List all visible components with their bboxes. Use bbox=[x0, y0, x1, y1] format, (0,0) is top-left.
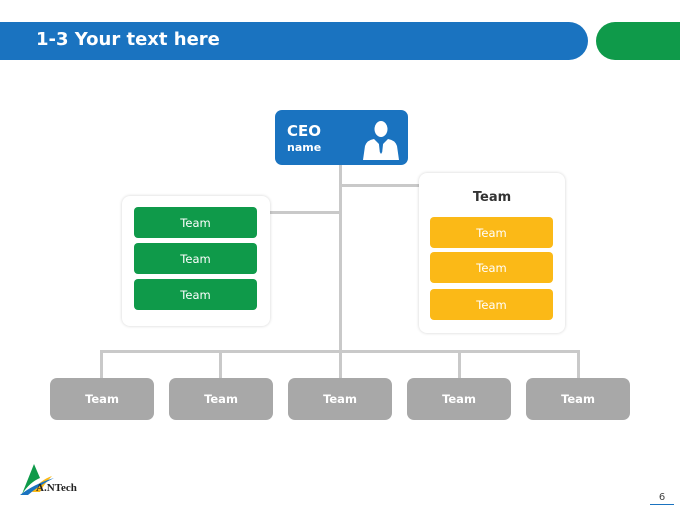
left-team-1: Team bbox=[134, 207, 257, 238]
page-number: 6 bbox=[650, 492, 674, 505]
left-team-2: Team bbox=[134, 243, 257, 274]
right-team-3: Team bbox=[430, 289, 553, 320]
slide-title: 1-3 Your text here bbox=[36, 29, 220, 50]
bottom-team-2: Team bbox=[169, 378, 273, 420]
bottom-team-5: Team bbox=[526, 378, 630, 420]
bottom-team-3: Team bbox=[288, 378, 392, 420]
ceo-title: CEO bbox=[287, 122, 322, 140]
header-bar bbox=[0, 22, 588, 60]
header-accent-bar bbox=[596, 22, 680, 60]
bottom-team-4: Team bbox=[407, 378, 511, 420]
right-team-1: Team bbox=[430, 217, 553, 248]
logo-text: A.NTech bbox=[36, 482, 77, 494]
antech-logo-icon bbox=[20, 464, 54, 495]
left-team-3: Team bbox=[134, 279, 257, 310]
ceo-box: CEO name bbox=[275, 110, 408, 165]
businessman-icon bbox=[363, 121, 399, 160]
bottom-team-1: Team bbox=[50, 378, 154, 420]
ceo-name: name bbox=[287, 141, 322, 154]
right-team-2: Team bbox=[430, 252, 553, 283]
right-team-card-title: Team bbox=[472, 190, 512, 205]
